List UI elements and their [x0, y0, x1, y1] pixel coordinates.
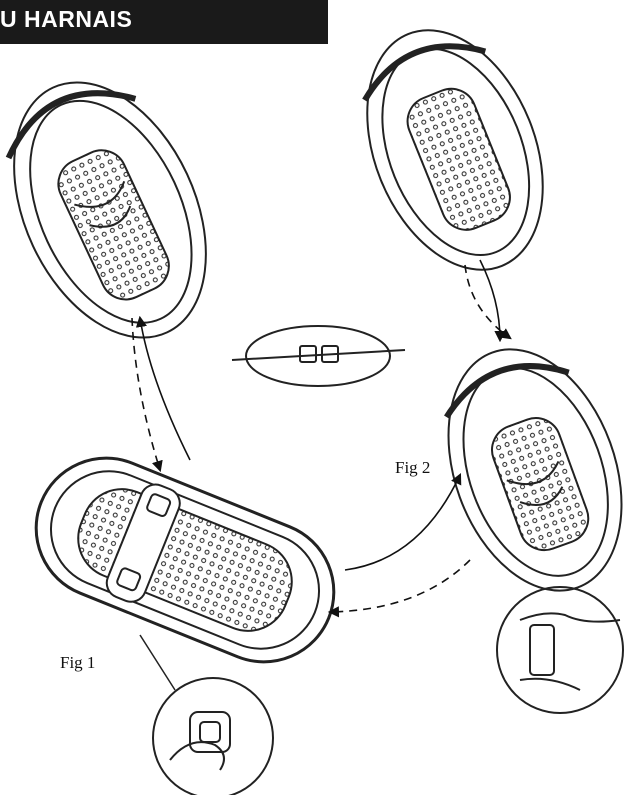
buckle-detail — [231, 325, 406, 387]
carrycot-underside — [34, 456, 336, 664]
carrycot-middle-right — [444, 348, 623, 592]
arrow-dashed-left — [131, 317, 163, 473]
arrow-solid-left — [135, 315, 191, 461]
carrycot-top-left — [5, 81, 207, 339]
figure-1-label: Fig 1 — [60, 653, 96, 672]
arrow-dashed-right — [327, 559, 471, 618]
section-title: U HARNAIS — [0, 6, 133, 32]
arrow-solid-right — [344, 472, 462, 571]
hand-detail-left — [139, 634, 274, 795]
arrow-dashed-top — [464, 264, 512, 340]
hand-detail-right — [496, 586, 624, 714]
carrycot-top-right — [362, 29, 544, 271]
section-header-bar: U HARNAIS — [0, 0, 328, 44]
figure-2-label: Fig 2 — [395, 458, 431, 477]
